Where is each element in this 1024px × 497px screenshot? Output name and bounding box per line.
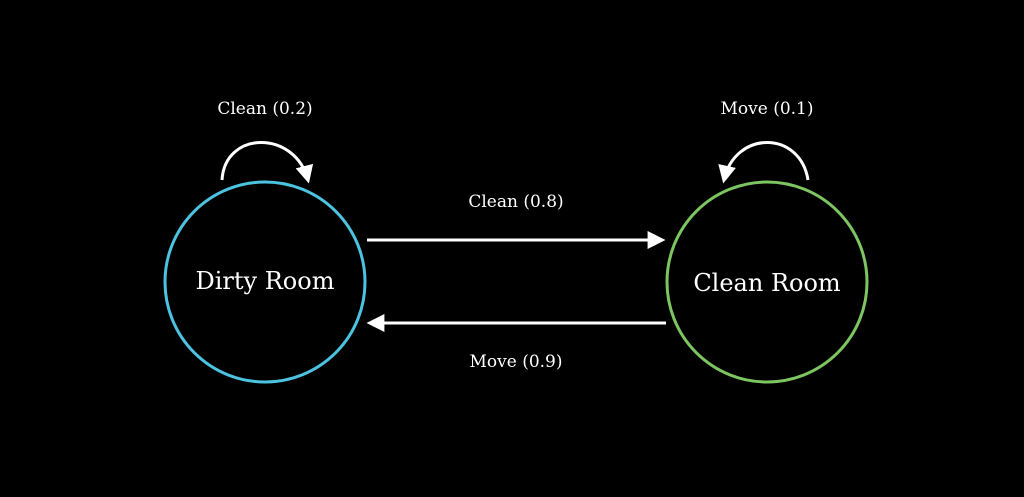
clean-room-node: Clean Room: [665, 180, 869, 384]
clean-self-loop-arrow: [718, 141, 810, 184]
clean-room-label: Clean Room: [693, 269, 841, 297]
dirty-to-clean-label: Clean (0.8): [468, 192, 563, 212]
dirty-room-circle: [163, 180, 367, 384]
dirty-room-node: Dirty Room: [163, 180, 367, 384]
dirty-self-loop-arrow: [220, 141, 314, 184]
clean-room-circle: [665, 180, 869, 384]
clean-self-loop-label: Move (0.1): [720, 99, 813, 119]
dirty-room-label: Dirty Room: [196, 267, 335, 295]
clean-to-dirty-label: Move (0.9): [469, 352, 562, 372]
dirty-self-loop-label: Clean (0.2): [217, 99, 312, 119]
